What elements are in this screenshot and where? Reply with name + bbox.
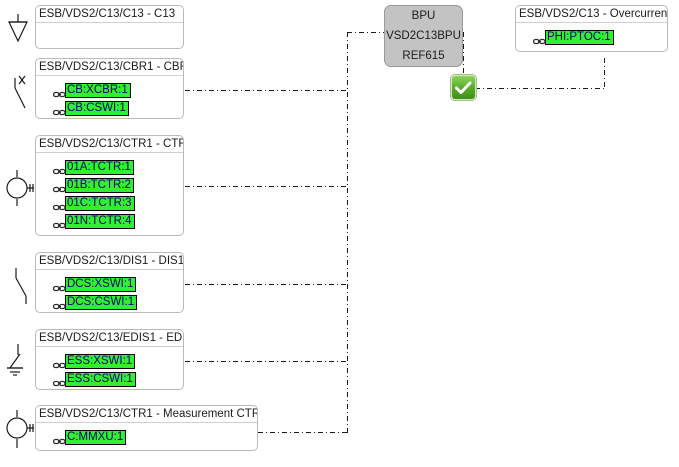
logical-node-row[interactable]: 01N:TCTR:4 bbox=[36, 212, 183, 230]
panel-body-measurement-ctr: C:MMXU:1 bbox=[36, 423, 257, 450]
logical-node-tag[interactable]: 01B:TCTR:2 bbox=[65, 177, 134, 193]
logical-node-row[interactable]: CB:CSWI:1 bbox=[36, 99, 183, 117]
logical-node-tag[interactable]: CB:CSWI:1 bbox=[65, 100, 129, 116]
link-icon bbox=[52, 181, 66, 192]
logical-node-row[interactable]: DCS:CSWI:1 bbox=[36, 293, 183, 311]
logical-node-row[interactable]: ESS:CSWI:1 bbox=[36, 370, 183, 388]
panel-ctr1[interactable]: ESB/VDS2/C13/CTR1 - CTR1 01A:TCTR:1 bbox=[35, 135, 184, 236]
logical-node-tag[interactable]: PHI:PTOC:1 bbox=[545, 29, 614, 45]
logical-node-row[interactable]: ESS:XSWI:1 bbox=[36, 352, 183, 370]
panel-header-edis1: ESB/VDS2/C13/EDIS1 - EDIS1 bbox=[36, 330, 183, 347]
validation-status-check-icon[interactable] bbox=[451, 75, 476, 100]
earth-switch-icon bbox=[4, 342, 34, 380]
logical-node-tag[interactable]: DCS:XSWI:1 bbox=[65, 276, 137, 292]
logical-node-tag[interactable]: ESS:XSWI:1 bbox=[65, 353, 136, 369]
logical-node-row[interactable]: CB:XCBR:1 bbox=[36, 81, 183, 99]
panel-body-edis1: ESS:XSWI:1 ESS:CSWI:1 bbox=[36, 347, 183, 389]
logical-node-tag[interactable]: ESS:CSWI:1 bbox=[65, 371, 136, 387]
panel-measurement-ctr[interactable]: ESB/VDS2/C13/CTR1 - Measurement CTR C:MM… bbox=[35, 405, 258, 451]
panel-c13[interactable]: ESB/VDS2/C13/C13 - C13 bbox=[35, 5, 184, 49]
link-icon bbox=[52, 163, 66, 174]
panel-header-measurement-ctr: ESB/VDS2/C13/CTR1 - Measurement CTR bbox=[36, 406, 257, 423]
connection-branch-edis1 bbox=[185, 361, 348, 362]
logical-node-tag[interactable]: 01C:TCTR:3 bbox=[65, 195, 135, 211]
panel-body-c13 bbox=[36, 23, 183, 48]
panel-body-overcurrent: PHI:PTOC:1 bbox=[516, 23, 667, 51]
panel-body-ctr1: 01A:TCTR:1 01B:TCTR:2 bbox=[36, 153, 183, 235]
logical-node-row[interactable]: C:MMXU:1 bbox=[36, 428, 257, 446]
connection-trunk-vertical bbox=[347, 32, 348, 433]
link-icon bbox=[52, 104, 66, 115]
link-icon bbox=[52, 217, 66, 228]
logical-node-row[interactable]: DCS:XSWI:1 bbox=[36, 275, 183, 293]
link-icon bbox=[52, 357, 66, 368]
ied-device-id: VSD2C13BPU bbox=[386, 30, 461, 42]
connection-branch-dis1 bbox=[185, 284, 348, 285]
logical-node-row[interactable]: 01C:TCTR:3 bbox=[36, 194, 183, 212]
panel-dis1[interactable]: ESB/VDS2/C13/DIS1 - DIS1 DCS:XSWI:1 bbox=[35, 252, 184, 313]
connection-bpu-feed bbox=[347, 32, 392, 33]
ied-device-box[interactable]: BPU VSD2C13BPU REF615 bbox=[384, 5, 463, 67]
panel-header-cbr1: ESB/VDS2/C13/CBR1 - CBR1 bbox=[36, 59, 183, 76]
connection-branch-measurement-ctr bbox=[258, 432, 348, 433]
panel-header-dis1: ESB/VDS2/C13/DIS1 - DIS1 bbox=[36, 253, 183, 270]
connection-branch-ctr1 bbox=[185, 186, 348, 187]
panel-header-ctr1: ESB/VDS2/C13/CTR1 - CTR1 bbox=[36, 136, 183, 153]
panel-overcurrent[interactable]: ESB/VDS2/C13 - Overcurrent PHI:PTOC:1 bbox=[515, 5, 668, 52]
logical-node-row[interactable]: 01B:TCTR:2 bbox=[36, 176, 183, 194]
ied-type: REF615 bbox=[402, 50, 445, 62]
panel-cbr1[interactable]: ESB/VDS2/C13/CBR1 - CBR1 CB:XCBR:1 bbox=[35, 58, 184, 119]
current-transformer-icon-measurement bbox=[5, 408, 37, 450]
connection-branch-cbr1 bbox=[185, 90, 348, 91]
logical-node-row[interactable]: PHI:PTOC:1 bbox=[516, 28, 667, 46]
connection-overcurrent-drop bbox=[604, 58, 605, 89]
connection-bpu-to-status bbox=[463, 32, 464, 75]
connection-status-to-overcurrent bbox=[463, 88, 604, 89]
link-icon bbox=[52, 280, 66, 291]
panel-body-dis1: DCS:XSWI:1 DCS:CSWI:1 bbox=[36, 270, 183, 312]
cable-termination-icon bbox=[5, 14, 31, 44]
panel-header-c13: ESB/VDS2/C13/C13 - C13 bbox=[36, 6, 183, 23]
ied-name: BPU bbox=[411, 10, 436, 22]
link-icon bbox=[52, 298, 66, 309]
link-icon bbox=[52, 86, 66, 97]
link-icon bbox=[52, 375, 66, 386]
logical-node-row[interactable]: 01A:TCTR:1 bbox=[36, 158, 183, 176]
disconnector-icon bbox=[6, 266, 32, 306]
link-icon bbox=[532, 33, 546, 44]
logical-node-tag[interactable]: 01A:TCTR:1 bbox=[65, 159, 134, 175]
logical-node-tag[interactable]: CB:XCBR:1 bbox=[65, 82, 131, 98]
logical-node-tag[interactable]: C:MMXU:1 bbox=[65, 429, 127, 445]
logical-node-tag[interactable]: DCS:CSWI:1 bbox=[65, 294, 138, 310]
panel-body-cbr1: CB:XCBR:1 CB:CSWI:1 bbox=[36, 76, 183, 118]
link-icon bbox=[52, 433, 66, 444]
current-transformer-icon bbox=[5, 168, 37, 208]
link-icon bbox=[52, 199, 66, 210]
panel-header-overcurrent: ESB/VDS2/C13 - Overcurrent bbox=[516, 6, 667, 23]
logical-node-tag[interactable]: 01N:TCTR:4 bbox=[65, 213, 135, 229]
circuit-breaker-icon bbox=[6, 74, 32, 112]
panel-edis1[interactable]: ESB/VDS2/C13/EDIS1 - EDIS1 ESS:XSWI:1 bbox=[35, 329, 184, 390]
